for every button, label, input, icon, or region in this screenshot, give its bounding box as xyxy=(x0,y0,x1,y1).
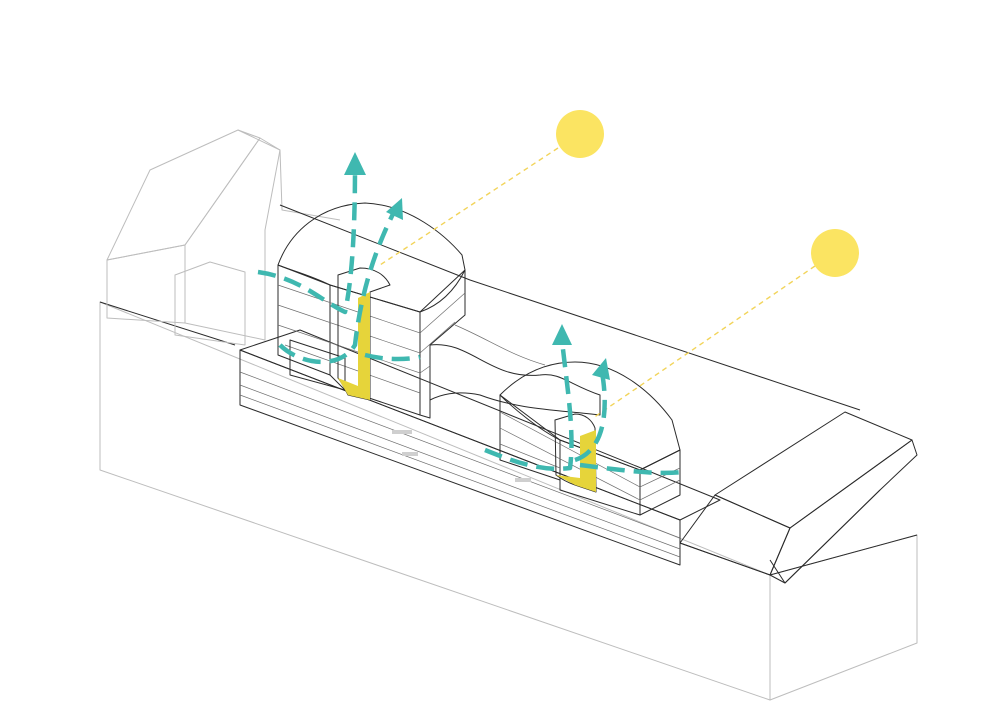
podium-top xyxy=(240,330,720,520)
sun-icon xyxy=(811,229,859,277)
right-tower-side xyxy=(640,450,680,515)
context-buildings xyxy=(107,130,340,345)
connector-roof-surface xyxy=(430,345,600,415)
wind-arrow-icon xyxy=(552,324,572,345)
podium-detail-1 xyxy=(392,430,412,434)
end-building xyxy=(680,412,917,583)
connector-roof xyxy=(430,325,600,415)
sun-ray-right xyxy=(593,266,815,418)
context-building-tall-top xyxy=(107,130,260,260)
left-tower-floor-1 xyxy=(278,285,465,333)
right-tower-floor-3 xyxy=(500,444,560,468)
end-building-roof-front xyxy=(680,495,790,575)
sun-rays xyxy=(380,148,815,418)
sun-ray-left xyxy=(380,148,558,265)
ground-front-face xyxy=(100,302,770,700)
context-roof-edge xyxy=(238,130,340,220)
airflow-left-tower xyxy=(258,152,420,362)
podium-floor-line-1 xyxy=(240,372,680,538)
context-building-tall xyxy=(107,245,185,323)
wind-arrow-icon xyxy=(344,152,366,175)
left-tower-main xyxy=(330,285,420,415)
wind-arrow-icon xyxy=(386,198,403,220)
sun-icon xyxy=(556,110,604,158)
connector-roof-ridge xyxy=(455,325,545,365)
wind-arrow-icon xyxy=(592,358,610,380)
wind-path-left-3 xyxy=(365,355,420,359)
ground-right-face xyxy=(770,535,917,700)
ground-top-edge-right xyxy=(680,535,917,575)
context-building-side xyxy=(185,138,280,340)
end-building-gable xyxy=(770,440,917,583)
podium-detail-2 xyxy=(402,452,418,456)
ground-top-edge xyxy=(100,302,235,345)
podium xyxy=(240,330,720,565)
ground-block xyxy=(100,302,917,700)
podium-floor-line-3 xyxy=(240,395,680,557)
podium-detail-3 xyxy=(515,478,531,482)
